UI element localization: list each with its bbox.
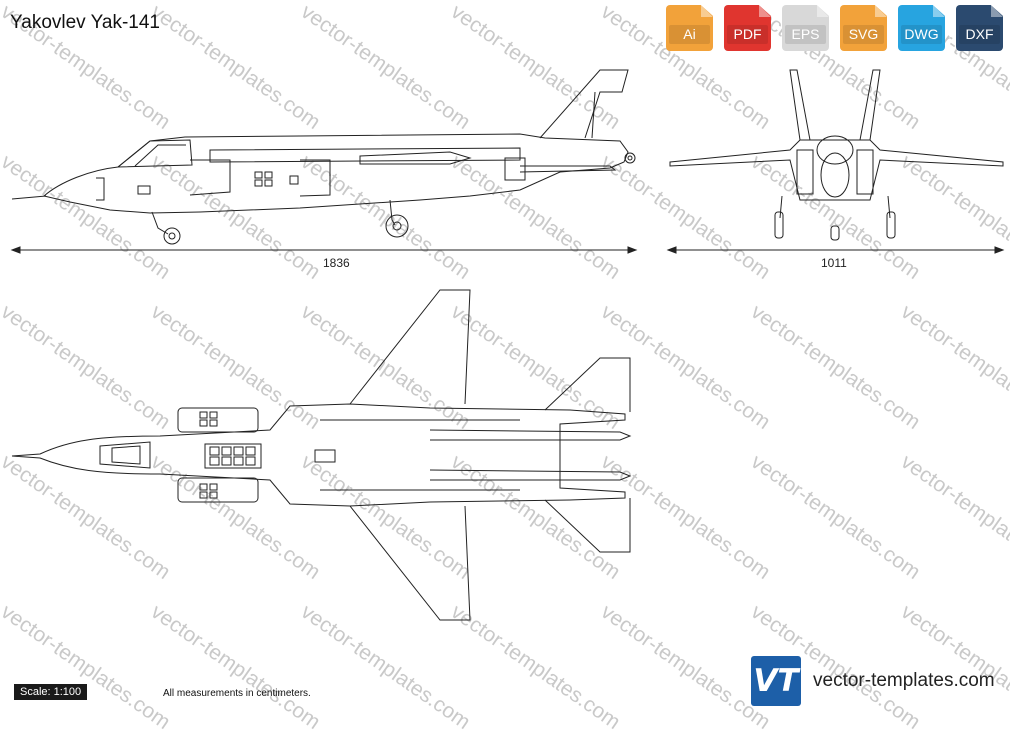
ai-format-icon[interactable]: Ai [666,5,713,51]
brand-name: vector-templates.com [813,670,995,691]
top-view [11,289,632,621]
width-dimension: 1011 [821,256,847,270]
format-badges: Ai PDF EPS SVG DWG DXF [666,5,1003,51]
length-dimension: 1836 [323,256,350,270]
brand[interactable]: VT vector-templates.com [751,656,995,706]
measurement-note: All measurements in centimeters. [163,688,311,699]
dxf-format-icon[interactable]: DXF [956,5,1003,51]
dimension-lines [10,246,1005,254]
scale-label: Scale: 1:100 [14,684,88,700]
page-title: Yakovlev Yak-141 [10,12,160,33]
front-view [669,69,1004,241]
eps-format-icon[interactable]: EPS [782,5,829,51]
vt-logo-icon: VT [751,656,801,706]
svg-format-icon[interactable]: SVG [840,5,887,51]
aircraft-drawings [10,69,1005,621]
side-view [11,69,636,245]
dwg-format-icon[interactable]: DWG [898,5,945,51]
